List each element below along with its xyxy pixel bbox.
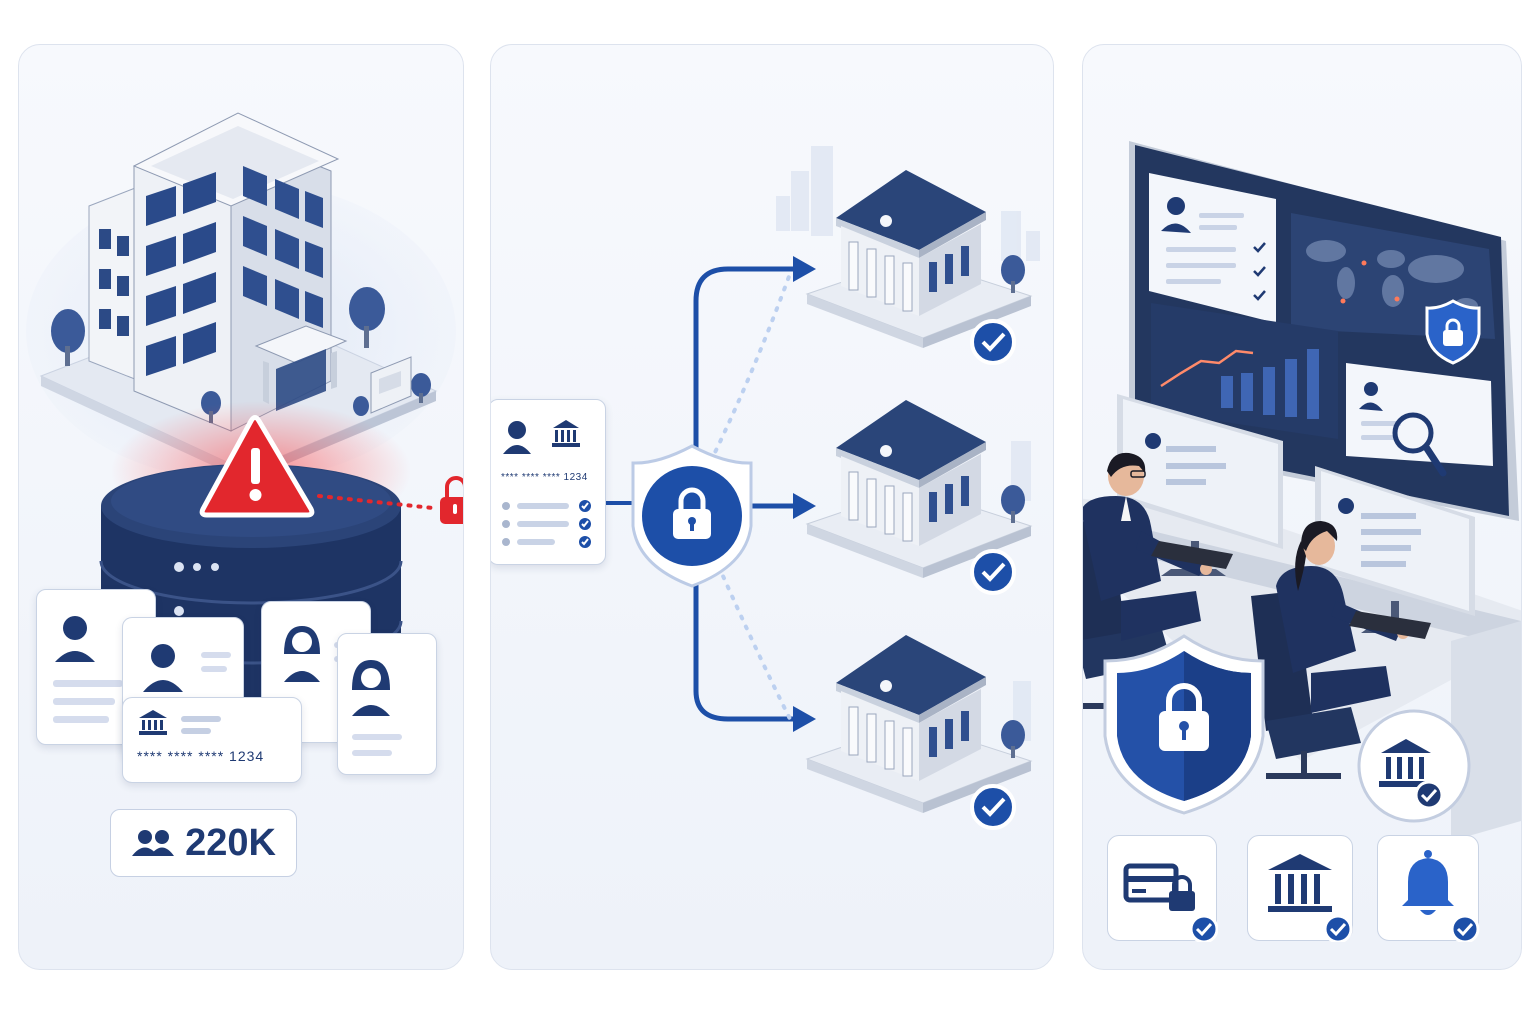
bank-record-card: **** **** **** 1234: [122, 697, 302, 783]
bank-building-icon: [805, 400, 1033, 595]
affected-count-badge: 220K: [110, 809, 297, 877]
distribution-scene: [606, 146, 1040, 830]
feature-card-lock: [1107, 835, 1219, 944]
analyst-icon: [1251, 521, 1431, 779]
operator-monitor: [1117, 394, 1283, 576]
profile-card: [337, 633, 437, 775]
breach-panel: **** **** **** 1234 220K: [18, 44, 464, 970]
profile-card-icon: [1161, 197, 1266, 301]
unlocked-padlock-icon: [440, 476, 463, 524]
user-avatar-icon: [53, 616, 123, 723]
feature-alert: [1377, 835, 1480, 944]
affected-count-value: 220K: [185, 821, 276, 864]
masked-card-number: **** **** **** 1234: [137, 748, 265, 764]
breach-leak-line: [317, 494, 435, 510]
breach-scene: [26, 112, 463, 718]
user-avatar-icon: [352, 660, 402, 756]
user-bank-icons: [503, 420, 580, 454]
monitoring-scene: [1083, 141, 1521, 841]
distribution-panel: **** **** **** 1234: [490, 44, 1054, 970]
checklist-icon: [502, 500, 591, 548]
operator-monitor: [1315, 466, 1475, 633]
masked-card-number: **** **** **** 1234: [501, 472, 588, 483]
bank-check-icon: [1357, 709, 1471, 823]
bank-building-icon: [805, 635, 1033, 830]
bank-icon: [1268, 854, 1353, 944]
feature-bank: [1247, 835, 1353, 944]
customer-data-card: **** **** **** 1234: [491, 399, 606, 565]
bell-icon: [1402, 850, 1480, 944]
warning-triangle-icon: [199, 415, 315, 518]
card-lock-icon: [1123, 863, 1219, 944]
bank-icon: [139, 710, 221, 735]
shield-lock-icon: [1425, 299, 1481, 365]
shield-lock-icon: [631, 444, 753, 588]
users-icon: [132, 830, 175, 856]
shield-lock-icon: [1103, 634, 1265, 815]
routing-arrows: [693, 266, 799, 722]
user-avatar-icon: [143, 644, 231, 692]
monitoring-panel: [1082, 44, 1522, 970]
bank-building-icon: [805, 170, 1033, 365]
